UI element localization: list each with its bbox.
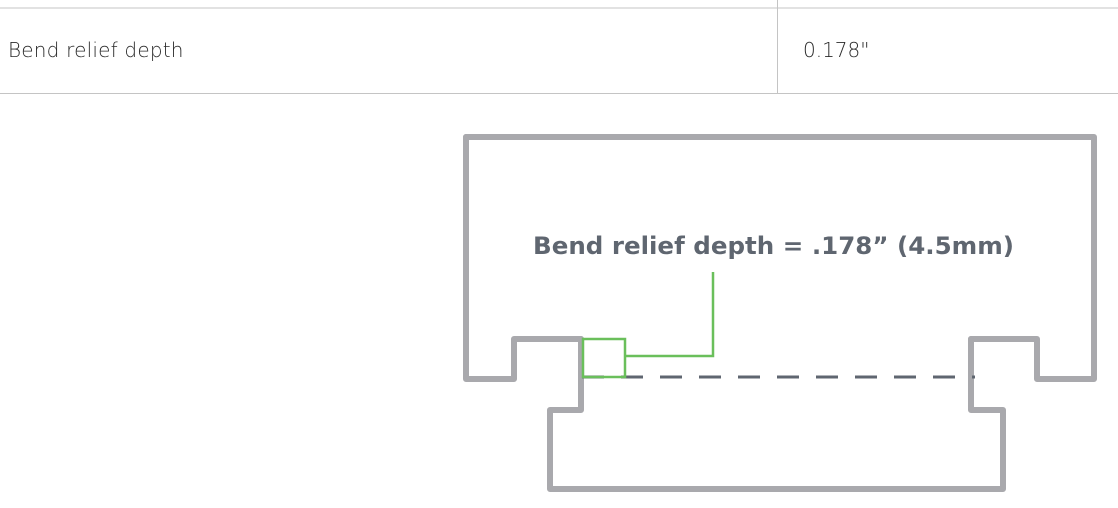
spec-value: 0.178" xyxy=(803,38,870,62)
table-column-divider xyxy=(777,0,778,94)
dimension-annotation: Bend relief depth = .178” (4.5mm) xyxy=(533,232,1014,260)
upper-part-outline-left xyxy=(463,134,584,382)
spec-table: Bend relief depth 0.178" xyxy=(0,0,1118,94)
lower-tab-outline xyxy=(547,336,1006,492)
spec-label: Bend relief depth xyxy=(8,38,184,62)
upper-part-outline xyxy=(463,134,1097,382)
table-top-rule xyxy=(0,7,1118,9)
relief-depth-highlight xyxy=(581,337,627,379)
table-bottom-rule xyxy=(0,93,1118,94)
leader-line xyxy=(625,272,715,358)
